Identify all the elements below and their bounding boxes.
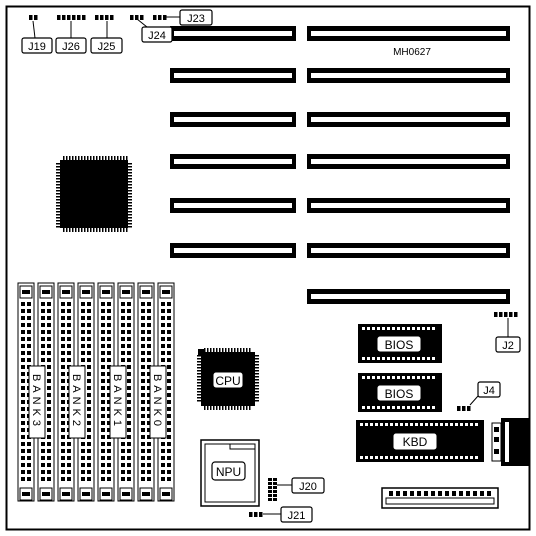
jumper-j21: J21 — [249, 506, 313, 523]
jumper-headers-top — [29, 15, 167, 20]
svg-text:J21: J21 — [288, 510, 306, 522]
npu-label: NPU — [216, 465, 241, 479]
svg-text:J26: J26 — [62, 41, 80, 53]
expansion-slots-left — [170, 26, 296, 258]
expansion-slots-right — [307, 26, 510, 304]
cpu-label: CPU — [215, 374, 240, 388]
chipset-chip — [56, 156, 132, 232]
cpu-chip: CPU — [197, 348, 259, 410]
memory-banks — [17, 282, 175, 502]
svg-text:BANK2: BANK2 — [70, 374, 82, 430]
bios-chip-2: BIOS — [358, 373, 442, 412]
power-connector — [381, 487, 499, 509]
keyboard-connector — [491, 418, 529, 466]
jumper-j24-header — [130, 15, 144, 20]
svg-text:J24: J24 — [148, 30, 166, 42]
jumper-j23-label: J23 — [179, 9, 213, 26]
jumper-j25-header — [95, 15, 114, 20]
jumper-j25-label: J25 — [90, 37, 123, 54]
svg-text:BIOS: BIOS — [385, 387, 414, 401]
jumper-j23-header — [153, 15, 167, 20]
svg-text:J4: J4 — [483, 385, 495, 397]
bank3-label: BANK3 — [28, 365, 46, 439]
jumper-j20: J20 — [268, 477, 325, 501]
svg-text:BIOS: BIOS — [385, 338, 414, 352]
svg-text:BANK0: BANK0 — [151, 374, 163, 430]
svg-text:KBD: KBD — [403, 435, 428, 449]
svg-text:BANK1: BANK1 — [111, 374, 123, 430]
svg-text:J19: J19 — [28, 41, 46, 53]
board-outline — [5, 5, 531, 531]
bios-chip-1: BIOS — [358, 324, 442, 363]
jumper-j26-label: J26 — [55, 37, 87, 54]
jumper-j19-label: J19 — [21, 37, 53, 54]
svg-text:BANK3: BANK3 — [30, 374, 42, 430]
svg-text:J25: J25 — [98, 41, 116, 53]
memory-socket — [97, 282, 115, 502]
npu-socket: NPU — [200, 439, 260, 507]
jumper-j26-header — [57, 15, 86, 20]
bank2-label: BANK2 — [68, 365, 86, 439]
board-code: MH0627 — [393, 47, 431, 58]
memory-socket — [137, 282, 155, 502]
memory-socket — [57, 282, 75, 502]
svg-text:J2: J2 — [502, 340, 514, 352]
bank1-label: BANK1 — [109, 365, 127, 439]
svg-text:J20: J20 — [299, 481, 317, 493]
svg-text:J23: J23 — [187, 13, 205, 25]
bank0-label: BANK0 — [149, 365, 167, 439]
jumper-j24-label: J24 — [141, 26, 173, 43]
jumper-j4: J4 — [457, 381, 501, 411]
kbd-chip: KBD — [356, 420, 484, 462]
jumper-j19-header — [29, 15, 38, 20]
jumper-j2: J2 — [494, 312, 521, 353]
